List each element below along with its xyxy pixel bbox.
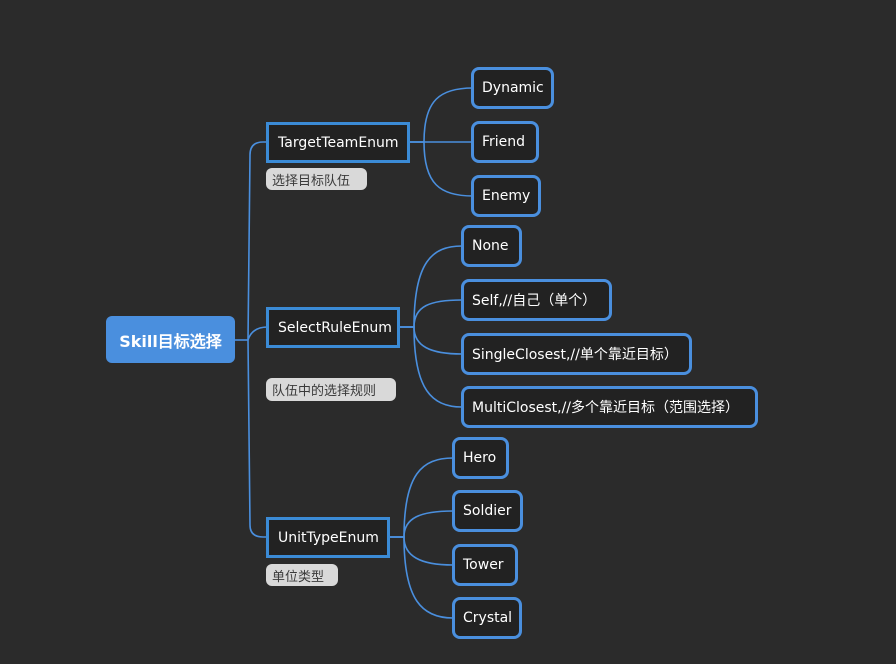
connector-unittype-to-soldier [390, 510, 454, 538]
note-select-rule: 队伍中的选择规则 [266, 378, 396, 401]
note-target-team: 选择目标队伍 [266, 168, 367, 190]
connector-targetteam-to-dynamic [410, 87, 474, 143]
leaf-friend[interactable]: Friend [471, 121, 539, 163]
leaf-dynamic[interactable]: Dynamic [471, 67, 554, 109]
connector-root-to-unittype [247, 339, 268, 538]
leaf-enemy[interactable]: Enemy [471, 175, 541, 217]
leaf-crystal[interactable]: Crystal [452, 597, 522, 639]
branch-target-team-enum[interactable]: TargetTeamEnum [266, 122, 410, 163]
leaf-multi-closest[interactable]: MultiClosest,//多个靠近目标（范围选择） [461, 386, 758, 428]
leaf-self[interactable]: Self,//自己（单个） [461, 279, 612, 321]
branch-unit-type-enum[interactable]: UnitTypeEnum [266, 517, 390, 558]
connector-selectrule-to-self [400, 299, 463, 328]
connector-unittype-to-tower [390, 536, 454, 566]
connector-unittype-to-hero [390, 457, 454, 538]
leaf-none[interactable]: None [461, 225, 522, 267]
leaf-single-closest[interactable]: SingleClosest,//单个靠近目标） [461, 333, 692, 375]
leaf-tower[interactable]: Tower [452, 544, 518, 586]
leaf-hero[interactable]: Hero [452, 437, 509, 479]
branch-select-rule-enum[interactable]: SelectRuleEnum [266, 307, 400, 348]
leaf-soldier[interactable]: Soldier [452, 490, 523, 532]
connector-unittype-to-crystal [390, 536, 454, 619]
connector-selectrule-to-singleclosest [400, 326, 463, 355]
connector-root-to-selectrule [247, 326, 269, 341]
connector-selectrule-to-none [400, 245, 463, 328]
note-unit-type: 单位类型 [266, 564, 338, 586]
connector-root-to-targetteam [247, 141, 268, 341]
connector-selectrule-to-multiclosest [400, 326, 463, 408]
root-node[interactable]: Skill目标选择 [106, 316, 235, 363]
connector-targetteam-to-enemy [410, 141, 474, 197]
